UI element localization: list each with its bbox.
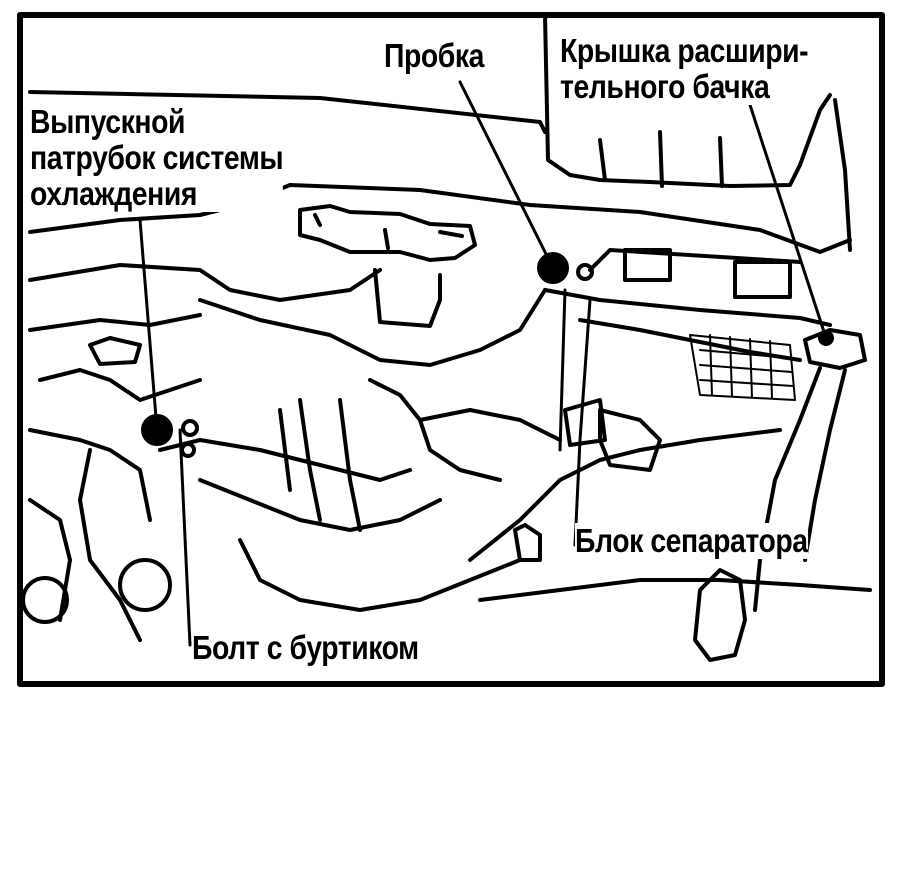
label-coolant-outlet-line1: Выпускной [30, 103, 186, 140]
label-reservoir-cap: Крышка расшири- тельного бачка [560, 32, 809, 105]
label-reservoir-cap-line2: тельного бачка [560, 68, 770, 105]
diagram-frame [17, 12, 885, 687]
label-reservoir-cap-line1: Крышка расшири- [560, 32, 809, 69]
label-coolant-outlet-line2: патрубок системы [30, 139, 284, 176]
leader-lines [138, 80, 828, 647]
hood-edge [28, 90, 547, 134]
label-coolant-outlet: Выпускной патрубок системы охлаждения [30, 103, 284, 212]
label-coolant-outlet-line3: охлаждения [30, 175, 198, 212]
radiator-grille [689, 334, 796, 401]
reservoir-tank [298, 204, 477, 262]
label-separator-block: Блок сепаратора [575, 522, 808, 559]
label-plug: Пробка [384, 37, 485, 74]
label-flange-bolt: Болт с буртиком [192, 629, 419, 666]
